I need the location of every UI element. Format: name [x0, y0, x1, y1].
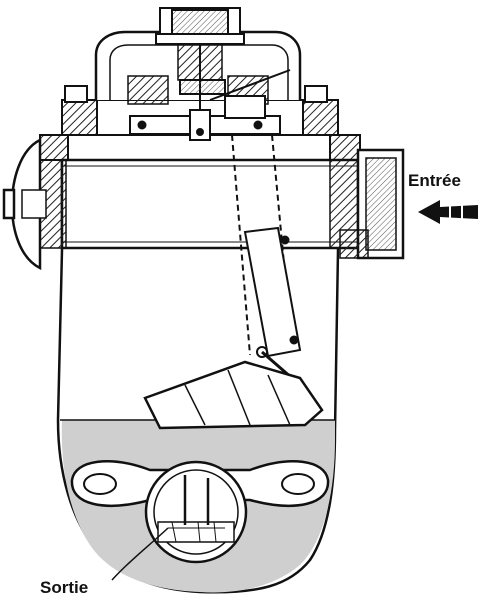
- outlet-port: [144, 460, 248, 564]
- outlet-label: Sortie: [40, 578, 89, 597]
- pilot-linkage: [129, 69, 291, 141]
- inlet-flange: [339, 148, 405, 260]
- top-cap: [155, 7, 245, 120]
- inlet-arrow-icon: [418, 200, 478, 224]
- outlet-leader-line: [111, 527, 169, 581]
- top-flange: [39, 85, 361, 161]
- left-end-cap: [2, 137, 47, 271]
- float-arm: [231, 134, 302, 387]
- inlet-tube: [39, 158, 360, 250]
- float: [143, 360, 324, 430]
- inlet-label: Entrée: [408, 171, 461, 190]
